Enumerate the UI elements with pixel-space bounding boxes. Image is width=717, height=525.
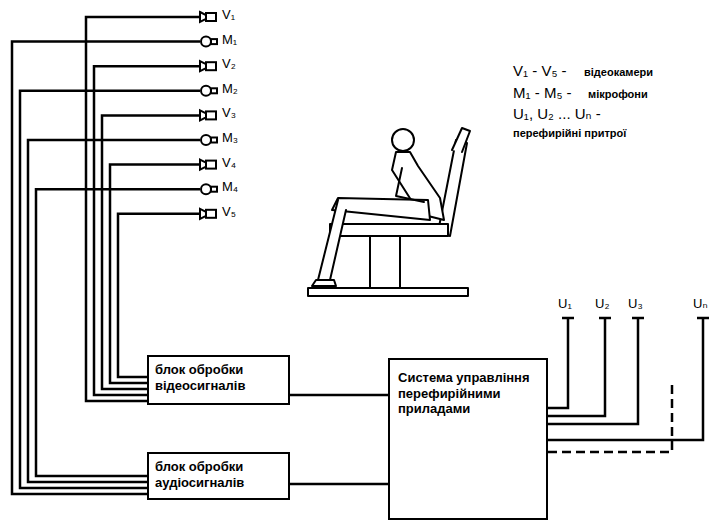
video-wire <box>86 17 200 401</box>
device-label: V₄ <box>222 156 236 171</box>
output-line <box>548 318 605 416</box>
device-label: M₂ <box>222 82 238 97</box>
video-wire <box>94 66 200 395</box>
person-thigh <box>332 198 430 220</box>
person-shin <box>318 200 346 280</box>
microphone-head <box>201 86 211 96</box>
audio-wire <box>20 91 200 488</box>
person-arm <box>396 168 424 202</box>
video-wire <box>118 214 200 377</box>
microphone-head <box>201 135 211 145</box>
legend-text: мікрофони <box>588 88 648 101</box>
device-label: M₄ <box>222 180 238 195</box>
camera-body <box>206 210 216 218</box>
microphone-body <box>211 39 217 44</box>
device-label: V₃ <box>222 106 236 121</box>
output-line <box>548 318 568 408</box>
person-head <box>392 129 414 151</box>
output-terminal <box>562 317 574 320</box>
device-label: M₃ <box>222 131 238 146</box>
output-terminal <box>697 317 709 320</box>
chair-back <box>438 140 467 236</box>
video-processing-block: блок обробки відеосигналів <box>147 355 290 405</box>
floor-platform <box>308 288 468 296</box>
output-line <box>548 318 638 424</box>
wire-group <box>12 17 709 494</box>
microphone-body <box>211 138 217 143</box>
chair-headrest <box>452 128 470 152</box>
output-label: Uₙ <box>693 297 708 312</box>
block-title: блок обробки відеосигналів <box>155 362 282 393</box>
camera-body <box>206 111 216 119</box>
device-label: V₁ <box>222 8 235 23</box>
device-label: M₁ <box>222 33 237 48</box>
legend-text: відеокамери <box>584 66 653 79</box>
output-terminal <box>632 317 644 320</box>
audio-processing-block: блок обробки аудіосигналів <box>147 452 290 500</box>
microphone-head <box>201 37 211 47</box>
output-line <box>548 318 703 440</box>
audio-wire <box>28 140 200 482</box>
camera-body <box>206 62 216 70</box>
legend-symbol: U₁, U₂ ... Uₙ - <box>513 105 601 122</box>
output-terminal <box>599 317 611 320</box>
video-wire <box>102 115 200 389</box>
camera-body <box>206 13 216 21</box>
microphone-body <box>211 187 217 192</box>
output-label: U₂ <box>595 297 609 312</box>
signal-connector <box>290 394 388 397</box>
chair-pedestal <box>370 234 400 288</box>
output-label: U₁ <box>558 297 572 312</box>
legend-text: перефирійні притрої <box>513 127 626 140</box>
microphone-body <box>211 88 217 93</box>
output-label: U₃ <box>628 297 643 312</box>
output-line-dashed <box>548 380 672 452</box>
legend-symbol: M₁ - M₅ - <box>513 84 572 101</box>
camera-body <box>206 161 216 169</box>
microphone-head <box>201 184 211 194</box>
legend-symbol: V₁ - V₅ - <box>513 62 567 79</box>
signal-connector <box>290 483 388 486</box>
block-title: Система управління перефирійними прилада… <box>398 370 538 417</box>
chair-seat <box>330 224 448 236</box>
person-foot <box>312 280 336 286</box>
video-wire <box>110 165 200 383</box>
peripheral-control-system: Система управління перефирійними прилада… <box>388 358 548 520</box>
device-icons <box>200 12 217 219</box>
block-title: блок обробки аудіосигналів <box>155 459 282 490</box>
audio-wire <box>12 42 200 494</box>
audio-wire <box>36 189 200 476</box>
device-label: V₅ <box>222 205 236 220</box>
device-label: V₂ <box>222 57 236 72</box>
